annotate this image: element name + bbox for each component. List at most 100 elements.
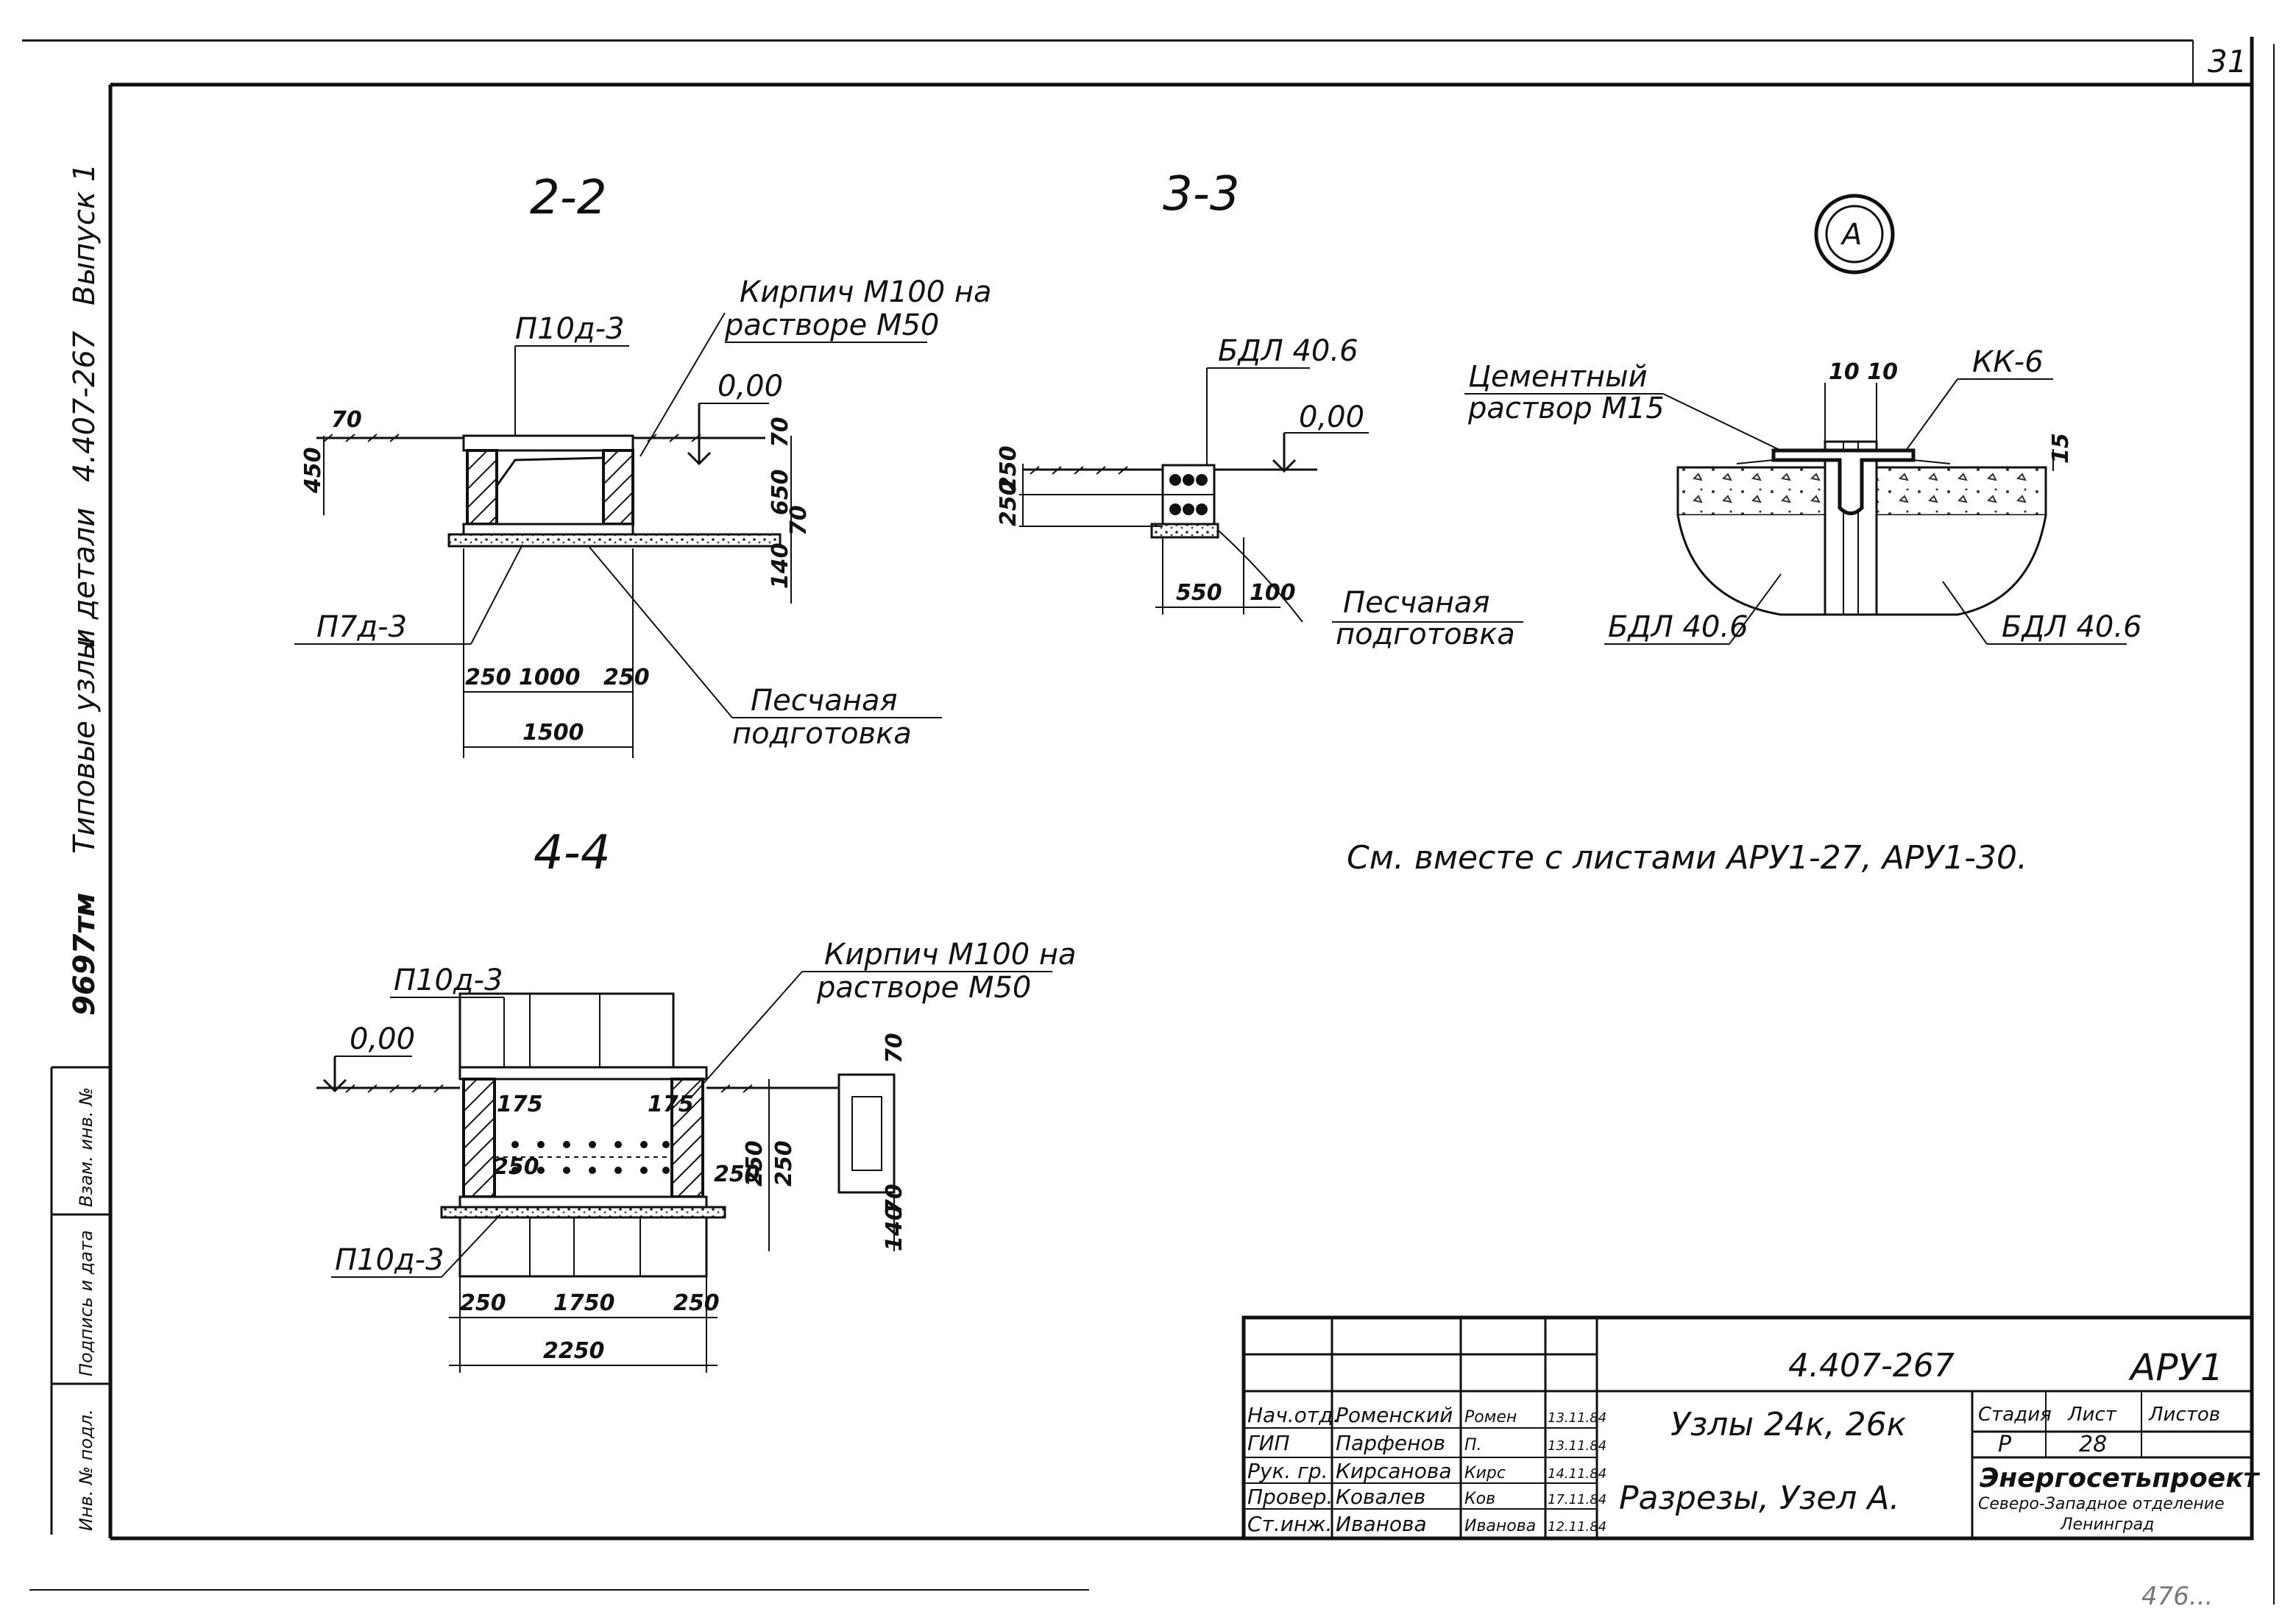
tb-date-4: 12.11.84	[1548, 1519, 1606, 1535]
tb-role-1: ГИП	[1247, 1431, 1290, 1455]
tb-title-1: Узлы 24к, 26к	[1670, 1406, 1907, 1443]
tb-date-0: 13.11.84	[1548, 1410, 1606, 1426]
svg-text:250: 250	[996, 445, 1021, 492]
slab-top-4-4	[458, 1066, 708, 1081]
sand-bed-4-4	[440, 1206, 726, 1219]
section-2-2: 2-2 70 450 70 650 70 140 0,00 П10д-3 Кир…	[294, 171, 992, 758]
node-a-cement-1: Цементный	[1468, 360, 1648, 394]
section-2-2-title: 2-2	[530, 171, 607, 225]
slab-top-label-4-4: П10д-3	[394, 963, 503, 997]
reference-note: См. вместе с листами АРУ1-27, АРУ1-30.	[1347, 839, 2027, 877]
node-a-block-left: БДЛ 40.6	[1608, 610, 1748, 644]
node-a-mark-outer	[1814, 194, 1895, 275]
svg-text:15: 15	[2048, 433, 2074, 464]
level-3-3: 0,00	[1299, 400, 1364, 434]
wall-right-4-4	[670, 1078, 704, 1198]
tb-role-4: Ст.инж.	[1247, 1512, 1332, 1536]
tb-name-0: Роменский	[1336, 1403, 1453, 1427]
svg-text:1750: 1750	[553, 1290, 615, 1316]
svg-text:250: 250	[673, 1290, 720, 1316]
slab-bottom-label-4-4: П10д-3	[335, 1243, 444, 1277]
node-a-block-right: БДЛ 40.6	[2002, 610, 2142, 644]
svg-text:1500: 1500	[522, 720, 584, 746]
side-series: 4.407-267	[68, 330, 102, 482]
svg-text:250: 250	[996, 480, 1021, 526]
tb-sign-1: П.	[1464, 1436, 1482, 1454]
side-title-1: Типовые узлы	[68, 636, 102, 854]
title-block: 4.407-267 АРУ1 Нач.отд. Роменский Ромен …	[1241, 1315, 2261, 1541]
brick-note-4-4a: Кирпич М100 на	[824, 938, 1077, 972]
side-archive: 9697тм	[68, 893, 102, 1016]
side-strip: Выпуск 1 4.407-267 и детали Типовые узлы…	[50, 163, 110, 1535]
svg-text:175: 175	[648, 1092, 694, 1117]
node-a: А 10 10 15 Цементный раствор М15 КК-6 БД…	[1464, 194, 2142, 645]
side-cell-3: Инв. № подл.	[76, 1409, 96, 1531]
tb-org-city: Ленинград	[2060, 1516, 2154, 1534]
svg-text:250: 250	[460, 1290, 506, 1316]
svg-text:250: 250	[714, 1161, 760, 1187]
tb-sheet: 28	[2079, 1432, 2107, 1457]
sand-label-2-2a: Песчаная	[751, 684, 898, 718]
side-cell-1: Взам. инв. №	[76, 1087, 96, 1207]
tb-stage: Р	[1998, 1432, 2012, 1457]
tb-sign-0: Ромен	[1464, 1408, 1517, 1426]
node-a-cement-2: раствор М15	[1467, 392, 1665, 425]
svg-text:140: 140	[768, 542, 793, 589]
sheet-frame	[22, 37, 2275, 1605]
svg-text:650: 650	[768, 469, 793, 515]
tb-role-2: Рук. гр.	[1247, 1459, 1328, 1483]
svg-text:250: 250	[465, 665, 511, 690]
svg-text:175: 175	[497, 1092, 543, 1117]
section-3-3-title: 3-3	[1163, 167, 1240, 222]
sand-label-3-3b: подготовка	[1336, 618, 1515, 651]
tb-date-1: 13.11.84	[1548, 1438, 1606, 1454]
svg-text:1000: 1000	[519, 665, 581, 690]
block-label-3-3: БДЛ 40.6	[1218, 334, 1358, 368]
tb-stage-label: Стадия	[1978, 1404, 2052, 1426]
brick-note-2-2a: Кирпич М100 на	[740, 275, 992, 309]
tb-org: Энергосетьпроект	[1980, 1463, 2261, 1493]
node-a-kk: КК-6	[1972, 345, 2044, 379]
tb-sign-4: Иванова	[1464, 1517, 1536, 1535]
tb-sign-3: Ков	[1464, 1490, 1495, 1508]
svg-text:250: 250	[742, 1140, 768, 1187]
wall-left-2-2	[466, 449, 498, 526]
tb-name-3: Ковалев	[1336, 1485, 1425, 1509]
corner-note: 476...	[2141, 1582, 2213, 1611]
brick-note-2-2b: растворе М50	[724, 308, 939, 342]
tb-name-4: Иванова	[1336, 1512, 1427, 1536]
svg-text:550: 550	[1176, 580, 1222, 606]
node-a-mark: А	[1840, 218, 1862, 252]
tb-name-1: Парфенов	[1336, 1431, 1445, 1455]
tb-sign-2: Кирс	[1464, 1464, 1506, 1482]
tb-sheets-label: Листов	[2148, 1404, 2220, 1426]
sand-label-3-3a: Песчаная	[1343, 586, 1490, 620]
section-4-4-title: 4-4	[534, 826, 611, 880]
svg-text:70: 70	[882, 1033, 907, 1064]
tb-mark: АРУ1	[2128, 1346, 2224, 1389]
slab-top-2-2	[462, 434, 634, 452]
sand-bed-2-2	[447, 533, 782, 548]
slab-bottom-2-2	[462, 523, 634, 536]
slab-top-label-2-2: П10д-3	[515, 312, 625, 346]
side-issue: Выпуск 1	[68, 163, 102, 305]
svg-text:250: 250	[603, 665, 650, 690]
section-3-3: 3-3 250 250 550 100 БДЛ 40.6 0,00 Песчан…	[996, 167, 1523, 651]
slab-bottom-label-2-2: П7д-3	[316, 610, 407, 644]
tb-title-2: Разрезы, Узел А.	[1619, 1479, 1899, 1517]
side-cell-2: Подпись и дата	[76, 1230, 96, 1376]
level-4-4: 0,00	[350, 1022, 415, 1056]
section-4-4: 4-4 0,00 П10д-3	[316, 826, 1077, 1373]
tb-role-3: Провер.	[1247, 1485, 1333, 1509]
sheet-number: 31	[2208, 43, 2247, 79]
slab-bottom-4-4	[458, 1195, 708, 1209]
tb-name-2: Кирсанова	[1336, 1459, 1452, 1483]
brick-note-4-4b: растворе М50	[816, 971, 1031, 1005]
node-a-gap: 10 10	[1829, 359, 1898, 385]
tb-sheet-label: Лист	[2067, 1404, 2117, 1426]
svg-text:70: 70	[786, 505, 812, 536]
svg-text:100: 100	[1250, 580, 1296, 606]
svg-text:2250: 2250	[543, 1338, 605, 1364]
side-title-2: и детали	[68, 508, 102, 648]
level-2-2: 0,00	[718, 369, 783, 403]
